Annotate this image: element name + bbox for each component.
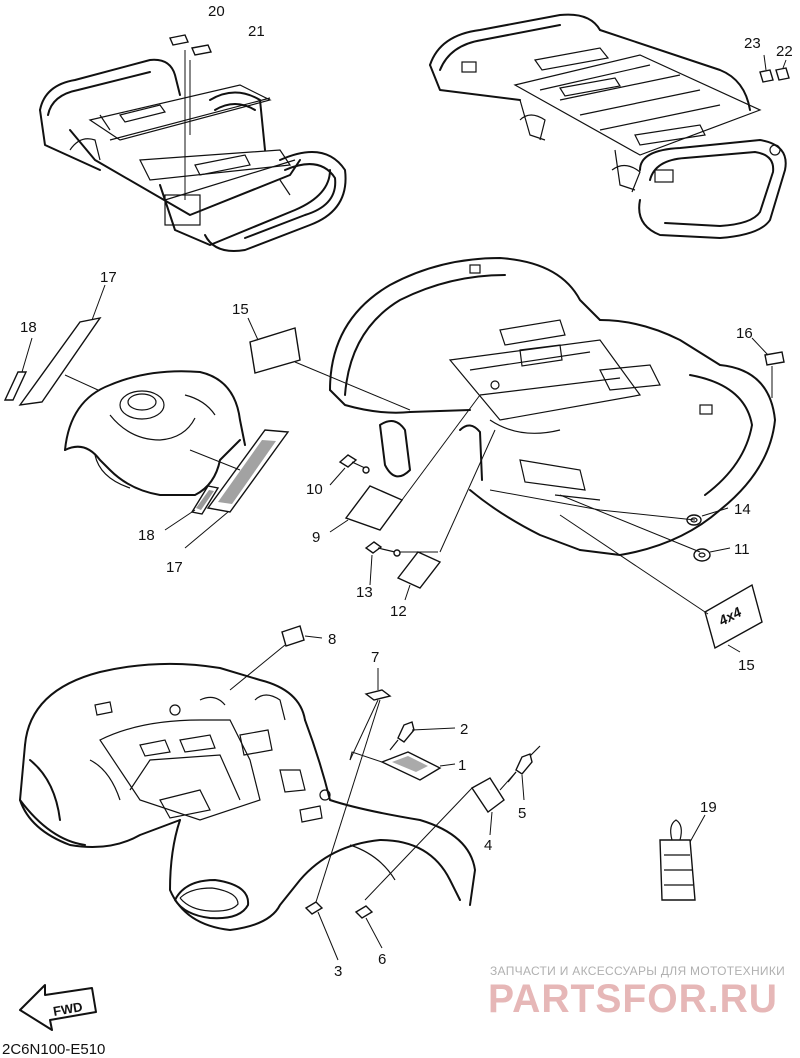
decal-8 (281, 625, 305, 647)
callout-12: 12 (390, 603, 407, 620)
rear-carrier-rack (429, 13, 787, 239)
callout-18-lower: 18 (138, 527, 155, 544)
decal-22 (775, 67, 790, 81)
callout-22: 22 (776, 43, 793, 60)
watermark-brand: PARTSFOR.RU (488, 977, 778, 1021)
screw-5 (507, 745, 541, 783)
callout-6: 6 (378, 951, 386, 968)
grommet-11 (693, 548, 711, 562)
callout-15-lower: 15 (738, 657, 755, 674)
decal-16 (764, 351, 785, 366)
rivet-10 (338, 454, 370, 474)
callout-23: 23 (744, 35, 761, 52)
callout-5: 5 (518, 805, 526, 822)
callout-3: 3 (334, 963, 342, 980)
decal-18-upper (3, 371, 28, 401)
decal-18-lower (190, 485, 220, 515)
decal-21 (191, 44, 212, 56)
plate-12 (396, 551, 442, 589)
rivet-13 (364, 541, 401, 557)
screw-2 (389, 721, 415, 751)
plate-9 (344, 485, 404, 531)
emblem-17 (206, 429, 290, 513)
callout-7: 7 (371, 649, 379, 666)
grommet-6 (354, 905, 374, 919)
callout-2: 2 (460, 721, 468, 738)
fwd-label: FWD (52, 999, 84, 1019)
plate-4 (470, 777, 505, 814)
decal-7 (364, 689, 392, 701)
callout-4: 4 (484, 837, 492, 854)
emblem-15-4x4: 4x4 (704, 583, 763, 650)
grommet-3 (304, 901, 324, 915)
callout-1: 1 (458, 757, 466, 774)
forward-arrow-icon: FWD (19, 984, 97, 1031)
decal-20 (169, 34, 189, 46)
callout-9: 9 (312, 529, 320, 546)
callout-10: 10 (306, 481, 323, 498)
callout-15-upper: 15 (232, 301, 249, 318)
front-carrier-rack (39, 58, 347, 252)
callout-19: 19 (700, 799, 717, 816)
callout-21: 21 (248, 23, 265, 40)
callout-11: 11 (734, 541, 750, 558)
callout-17-lower: 17 (166, 559, 183, 576)
callout-16: 16 (736, 325, 753, 342)
tag-19 (659, 819, 696, 901)
tank-cover (64, 370, 246, 496)
rear-fender (329, 257, 776, 556)
callout-17-upper: 17 (100, 269, 117, 286)
front-fender (19, 662, 476, 931)
callout-8: 8 (328, 631, 336, 648)
callout-13: 13 (356, 584, 373, 601)
callout-labels: 20 21 23 22 17 18 15 16 10 9 18 17 14 11… (20, 3, 793, 980)
watermark-caption: ЗАПЧАСТИ И АКСЕССУАРЫ ДЛЯ МОТОТЕХНИКИ (490, 964, 785, 978)
callout-18-upper: 18 (20, 319, 37, 336)
emblem-plate-1 (380, 751, 442, 781)
decal-17-upper (18, 316, 102, 406)
callout-14: 14 (734, 501, 751, 518)
watermark: ЗАПЧАСТИ И АКСЕССУАРЫ ДЛЯ МОТОТЕХНИКИ PA… (488, 964, 785, 1021)
decal-15-upper (249, 327, 301, 374)
diagram-code: 2C6N100-E510 (2, 1041, 105, 1058)
callout-20: 20 (208, 3, 225, 20)
decal-23 (759, 69, 774, 83)
